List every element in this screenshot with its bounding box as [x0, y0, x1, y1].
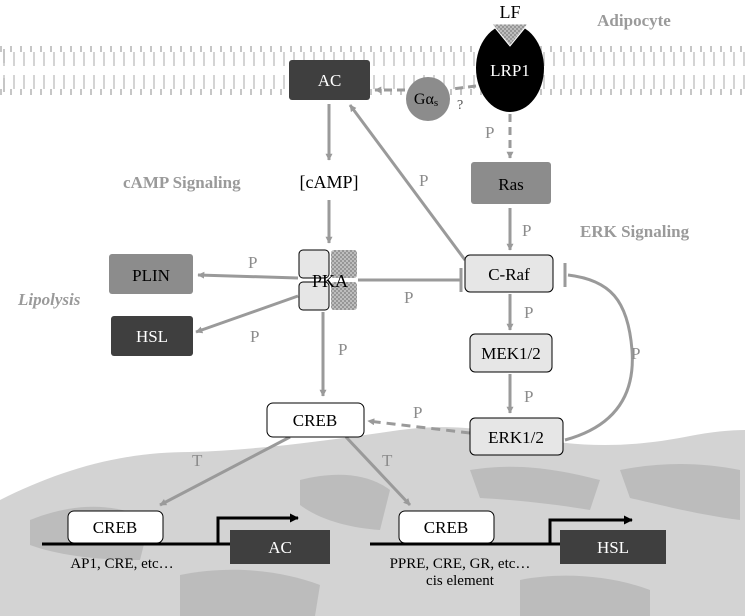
p-label-pka-creb: P [338, 340, 347, 359]
ac-gene-construct: CREB AC AP1, CRE, etc… [42, 510, 330, 572]
arrow-creb-to-left-gene [159, 435, 291, 507]
t-label-right: T [382, 451, 393, 470]
g-alpha-s-protein [406, 77, 450, 121]
cis-element-label: cis element [426, 573, 495, 589]
ras-label: Ras [498, 175, 524, 194]
lrp1-receptor [476, 24, 544, 112]
ac-gene-label: AC [268, 538, 292, 557]
right-elements-label: PPRE, CRE, GR, etc… [390, 556, 531, 572]
arrow-pka-to-plin [197, 271, 299, 280]
creb-right-box [398, 510, 495, 544]
hsl-gene-construct: CREB HSL PPRE, CRE, GR, etc… cis element [370, 510, 666, 589]
p-label-pka-plin: P [248, 253, 257, 272]
ras-box [471, 162, 551, 204]
camp-signaling-label: cAMP Signaling [123, 173, 241, 192]
p-label-craf-mek: P [524, 303, 533, 322]
hsl-gene-box [560, 530, 666, 564]
phosphorylation-labels: P P P P P P P P P P P T T [192, 123, 640, 470]
creb-right-label: CREB [424, 518, 468, 537]
erk-signaling-label: ERK Signaling [580, 222, 690, 241]
p-label-erk-craf: P [631, 344, 640, 363]
erk-label: ERK1/2 [488, 428, 544, 447]
mek-box [469, 333, 553, 373]
cell-membrane [0, 46, 745, 95]
creb-box [266, 402, 365, 438]
mek-label: MEK1/2 [481, 344, 541, 363]
p-label-craf-ac: P [419, 171, 428, 190]
lrp1-label: LRP1 [490, 61, 530, 80]
plin-label: PLIN [132, 266, 170, 285]
p-label-lrp1-ras: P [485, 123, 494, 142]
pka-complex [298, 249, 357, 311]
erk-box [469, 417, 564, 456]
ac-box [289, 60, 370, 100]
arrow-craf-to-ac [348, 104, 467, 261]
hsl-box [111, 316, 193, 356]
ac-label: AC [318, 71, 342, 90]
adipocyte-label: Adipocyte [597, 11, 671, 30]
p-label-mek-erk: P [524, 387, 533, 406]
arrow-creb-to-right-gene [344, 435, 412, 507]
left-elements-label: AP1, CRE, etc… [70, 556, 173, 572]
creb-left-label: CREB [93, 518, 137, 537]
inhibit-erk-to-craf [564, 273, 634, 442]
craf-label: C-Raf [488, 265, 530, 284]
ac-gene-box [230, 530, 330, 564]
p-label-ras-craf: P [522, 221, 531, 240]
creb-left-box [67, 510, 164, 544]
ligand-lf-label: LF [499, 2, 520, 22]
p-label-erk-creb: P [413, 403, 422, 422]
lf-ligand-triangle [490, 23, 530, 47]
g-alpha-s-label: Gαs [414, 91, 438, 109]
t-label-left: T [192, 451, 203, 470]
arrow-pka-to-hsl [195, 294, 299, 334]
question-mark: ? [457, 98, 463, 113]
p-label-pka-craf: P [404, 288, 413, 307]
arrows [159, 84, 634, 507]
hsl-gene-label: HSL [597, 538, 629, 557]
creb-label: CREB [293, 411, 337, 430]
arrow-lrp1-to-gas [451, 84, 477, 91]
p-label-pka-hsl: P [250, 327, 259, 346]
tss-arrow-left [216, 513, 299, 544]
tss-arrow-right [548, 515, 633, 544]
camp-label: [cAMP] [300, 172, 359, 192]
hsl-label: HSL [136, 327, 168, 346]
craf-box [464, 254, 554, 293]
plin-box [109, 254, 193, 294]
lipolysis-label: Lipolysis [17, 290, 81, 309]
pka-label: PKA [312, 271, 348, 291]
arrow-erk-to-creb [367, 418, 471, 435]
